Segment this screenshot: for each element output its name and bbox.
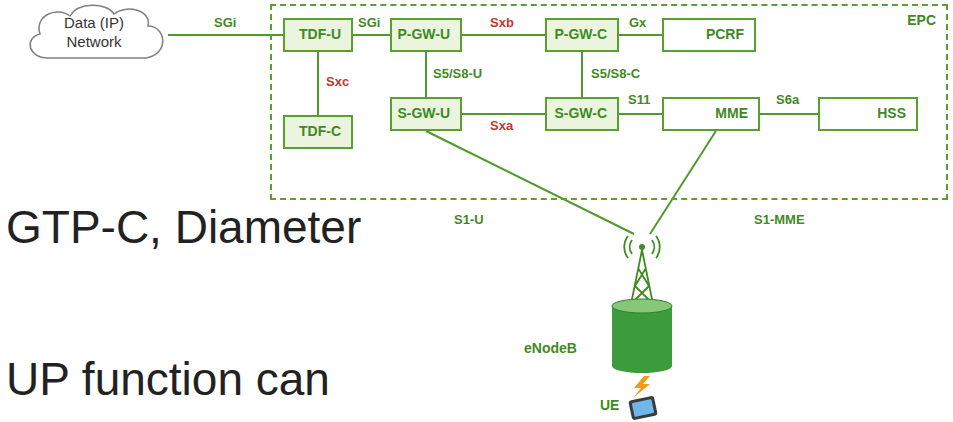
- phone-icon: [628, 396, 658, 421]
- node-label: HSS: [877, 105, 906, 121]
- interface-link: [168, 35, 283, 36]
- node-label: eNodeB: [524, 340, 577, 356]
- interface-link: [619, 114, 662, 115]
- node-label: S-GW-U: [397, 105, 450, 121]
- function-box: MME: [662, 97, 760, 131]
- function-box: S-GW-C: [545, 97, 619, 131]
- node-label: TDF-C: [299, 123, 341, 139]
- node-label: Data (IP) Network: [49, 14, 139, 52]
- interface-label: SGi: [212, 15, 238, 30]
- interface-link: [582, 52, 583, 97]
- base-station: eNodeB: [602, 234, 682, 374]
- interface-label: Sxc: [324, 74, 351, 89]
- interface-label: S1-MME: [752, 212, 807, 227]
- node-label: P-GW-C: [554, 26, 607, 42]
- interface-link: [318, 52, 319, 115]
- device-label: UE: [600, 397, 619, 413]
- interface-link: [426, 52, 427, 97]
- node-label: TDF-U: [299, 26, 341, 42]
- interface-label: Sxa: [488, 118, 515, 133]
- interface-link: [619, 35, 662, 36]
- interface-link: [462, 114, 545, 115]
- interface-label: S11: [626, 92, 652, 107]
- slide-text: GTP-C, Diameter: [6, 200, 361, 254]
- node-label: MME: [715, 105, 748, 121]
- function-box: TDF-U: [283, 18, 353, 52]
- interface-label: S6a: [774, 92, 801, 107]
- slide-text: UP function can: [6, 352, 330, 406]
- function-box: P-GW-C: [545, 18, 619, 52]
- function-box: HSS: [818, 97, 918, 131]
- region-title: EPC: [907, 12, 936, 28]
- interface-label: Sxb: [488, 15, 516, 30]
- node-label: PCRF: [706, 26, 744, 42]
- network-cloud: Data (IP) Network: [20, 2, 168, 64]
- interface-label: S5/S8-U: [431, 66, 484, 81]
- function-box: TDF-C: [283, 115, 353, 149]
- node-label: P-GW-U: [397, 26, 450, 42]
- interface-link: [760, 114, 818, 115]
- interface-label: SGi: [356, 15, 382, 30]
- interface-link: [353, 35, 390, 36]
- function-box: PCRF: [662, 18, 756, 52]
- interface-link: [426, 131, 634, 234]
- epc-region: EPC TDF-U P-GW-U P-GW-C PCRF TDF-C S-GW-U S-GW-…: [270, 4, 948, 200]
- enodeb-tower: [602, 234, 682, 374]
- interface-link: [462, 35, 545, 36]
- function-box: P-GW-U: [390, 18, 462, 52]
- interface-link: [650, 131, 716, 234]
- interface-label: Gx: [627, 15, 648, 30]
- radio-link-bolt: [633, 376, 650, 398]
- interface-label: S5/S8-C: [589, 66, 642, 81]
- function-box: S-GW-U: [390, 97, 462, 131]
- node-label: S-GW-C: [554, 105, 607, 121]
- interface-label: S1-U: [452, 212, 486, 227]
